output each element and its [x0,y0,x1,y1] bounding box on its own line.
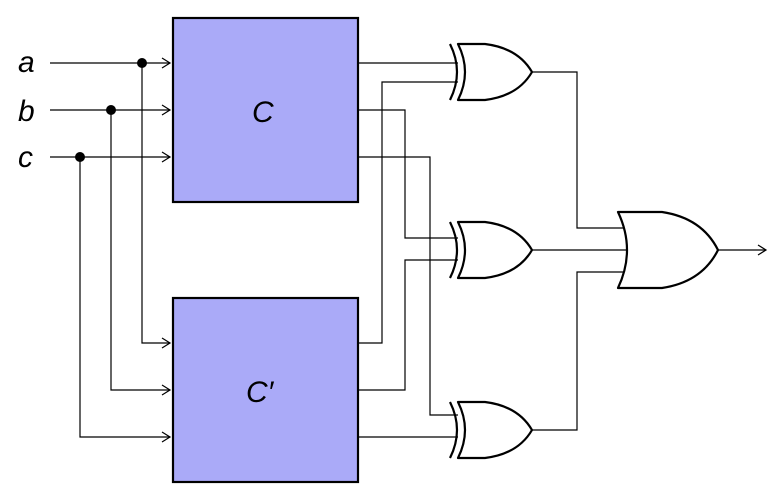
output-arrow [718,244,768,256]
xor-gate-3 [449,400,534,460]
input-label-a: a [18,46,35,79]
junction-dot-a [137,58,147,68]
junction-dot-c [75,152,85,162]
block-c [171,16,360,204]
input-label-c: c [18,141,33,174]
block-c-label: C [252,96,274,129]
or-gate [616,210,720,290]
xor-output-wires [532,71,626,431]
input-label-b: b [18,95,35,128]
junction-dot-b [106,105,116,115]
xor-gate-1 [449,42,534,102]
block-output-wires [358,62,458,438]
input-wires-bottom [79,63,172,443]
block-c-prime-label: C′ [246,376,275,409]
xor-gate-2 [449,220,534,280]
